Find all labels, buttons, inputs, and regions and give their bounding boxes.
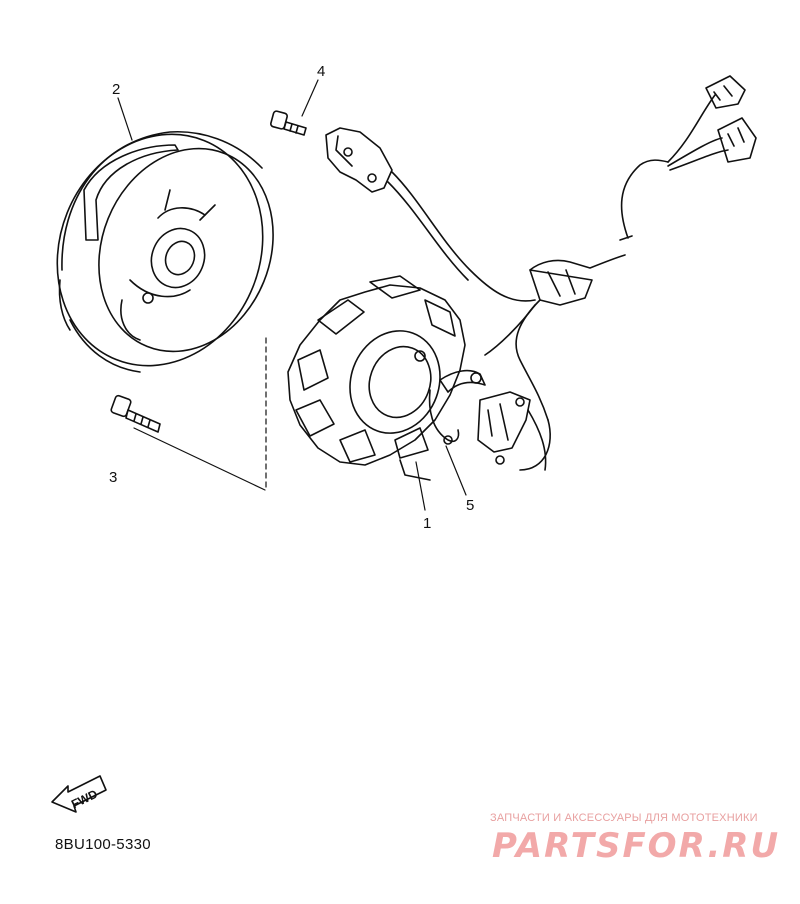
rotor-bolt [110, 394, 161, 433]
fwd-arrow-icon [51, 775, 107, 813]
fwd-label: FWD [69, 787, 100, 812]
stator-assembly [287, 275, 466, 481]
pickup-screw [270, 110, 307, 136]
callout-number-2: 2 [112, 81, 121, 98]
lead-clamp [428, 369, 486, 445]
callout-number-5: 5 [466, 497, 475, 514]
callout-number-1: 1 [423, 515, 432, 532]
watermark-brand: PARTSFOR.RU [492, 826, 781, 866]
pickup-coil-upper [325, 127, 536, 302]
wire-harness [484, 75, 757, 471]
watermark-tagline: ЗАПЧАСТИ И АКСЕССУАРЫ ДЛЯ МОТОТЕХНИКИ [490, 812, 758, 824]
diagram-code: 8BU100-5330 [55, 836, 151, 853]
leader-lines [117, 79, 467, 511]
rotor-flywheel [56, 130, 274, 373]
callout-number-3: 3 [109, 469, 118, 486]
pickup-coil-lower [477, 391, 547, 471]
callout-number-4: 4 [317, 63, 326, 80]
